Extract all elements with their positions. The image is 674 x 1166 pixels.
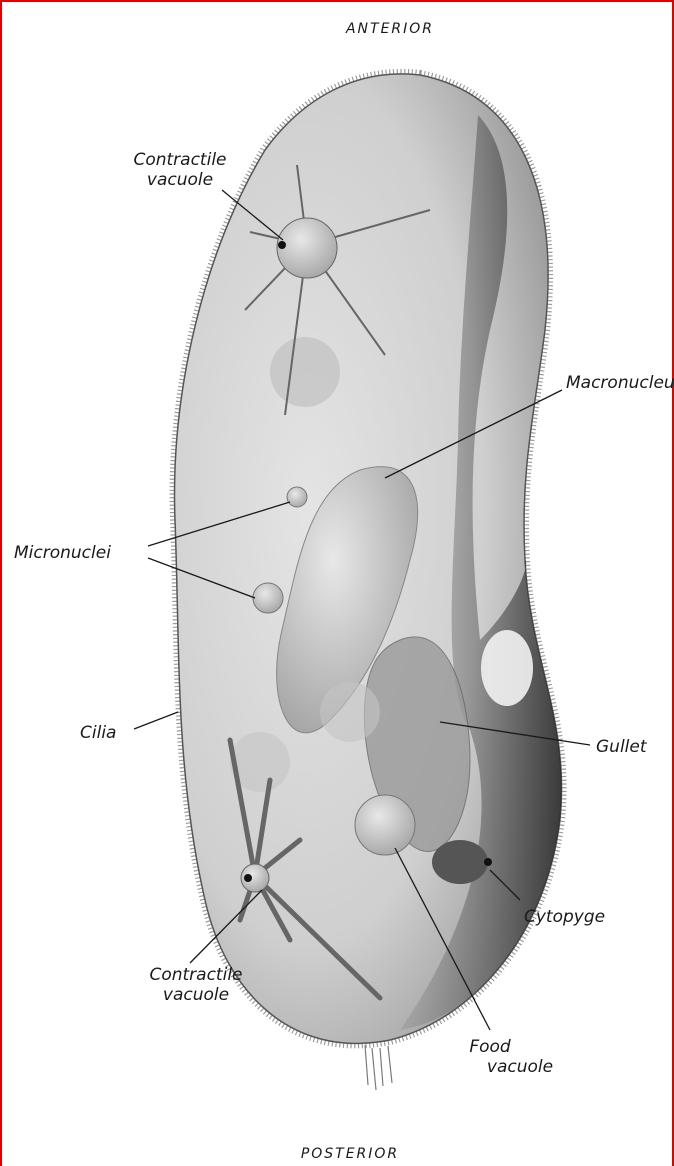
- contractile-vacuole-bottom-label-line2: vacuole: [163, 985, 229, 1005]
- anterior-label: ANTERIOR: [345, 21, 434, 37]
- food-vacuole-ghost-2: [320, 682, 380, 742]
- micronucleus-2: [253, 583, 283, 613]
- food-vacuole-shape: [355, 795, 415, 855]
- micronuclei-label: Micronuclei: [14, 543, 111, 563]
- contractile-vacuole-bottom-label-line1: Contractile: [149, 965, 242, 985]
- gullet-opening: [481, 630, 533, 706]
- cytopyge-dot: [484, 858, 492, 866]
- cilia-label: Cilia: [80, 723, 116, 743]
- leader-cilia: [134, 712, 178, 729]
- macronucleus-label: Macronucleus: [566, 373, 674, 393]
- food-vacuole-label-line1: Food: [469, 1037, 511, 1057]
- food-vacuole-ghost-1: [270, 337, 340, 407]
- contractile-vacuole-top-label-line2: vacuole: [147, 170, 213, 190]
- contractile-vacuole-top-body: [277, 218, 337, 278]
- micronucleus-1: [287, 487, 307, 507]
- posterior-label: POSTERIOR: [301, 1146, 399, 1162]
- contractile-vacuole-bottom-pore: [244, 874, 252, 882]
- contractile-vacuole-top-pore: [278, 241, 286, 249]
- gullet-label: Gullet: [596, 737, 648, 757]
- cytopyge-shape: [432, 840, 488, 884]
- food-vacuole-label-line2: vacuole: [487, 1057, 553, 1077]
- cytopyge-label: Cytopyge: [524, 907, 605, 927]
- contractile-vacuole-top-label-line1: Contractile: [133, 150, 226, 170]
